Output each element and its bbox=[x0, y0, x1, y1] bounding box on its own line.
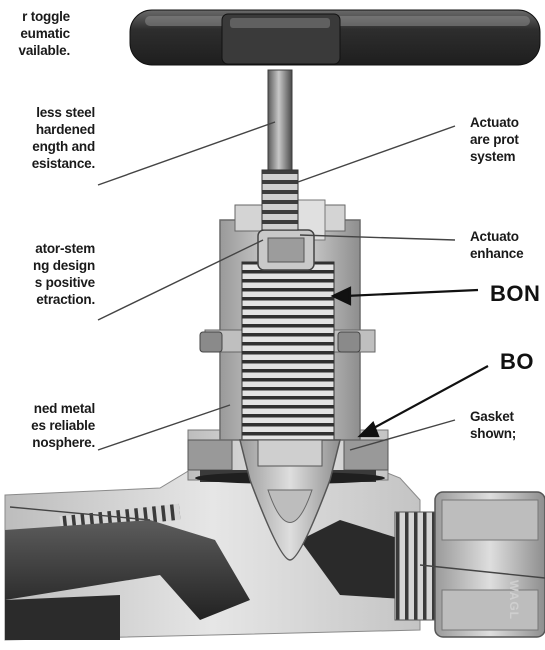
callout-line: are prot bbox=[470, 132, 519, 147]
spring-stack bbox=[241, 229, 335, 443]
callout-line: ength and bbox=[32, 139, 95, 154]
callout-actuator-enhance: Actuato enhance bbox=[470, 228, 524, 262]
leader-lines bbox=[9, 121, 545, 579]
bonnet-label-2: BO bbox=[500, 349, 534, 374]
callout-line: hardened bbox=[35, 122, 95, 137]
callout-line: esistance. bbox=[31, 156, 95, 171]
stem bbox=[261, 69, 299, 231]
callout-actuator-protection: Actuato are prot system bbox=[470, 114, 519, 165]
callout-line: enhance bbox=[470, 246, 524, 261]
leader-metal-seal bbox=[97, 404, 231, 451]
bonnet-arrow-1 bbox=[344, 288, 479, 298]
t-handle bbox=[129, 9, 541, 66]
end-fitting: WAGL bbox=[394, 491, 545, 638]
leader-gasket bbox=[349, 419, 456, 451]
callout-handle-options: r toggle eumatic vailable. bbox=[18, 8, 71, 59]
callout-line: es reliable bbox=[31, 418, 95, 433]
valve-body bbox=[4, 461, 421, 641]
callout-line: r toggle bbox=[22, 9, 70, 24]
bonnet-arrow-2 bbox=[369, 365, 489, 431]
callout-stem-material: less steel hardened ength and esistance. bbox=[32, 104, 95, 172]
fitting-engraving: WAGL bbox=[507, 580, 521, 620]
callout-line: shown; bbox=[470, 426, 517, 441]
leader-right-1 bbox=[297, 125, 456, 183]
callout-line: vailable. bbox=[18, 43, 71, 58]
callout-metal-seal: ned metal es reliable nosphere. bbox=[31, 400, 95, 451]
callout-line: Actuato bbox=[470, 229, 519, 244]
leader-stem bbox=[97, 121, 276, 186]
callout-line: Actuato bbox=[470, 115, 519, 130]
callout-line: ned metal bbox=[33, 401, 95, 416]
callout-line: eumatic bbox=[20, 26, 70, 41]
leader-right-2 bbox=[299, 234, 456, 241]
callout-line: etraction. bbox=[36, 292, 95, 307]
stem-tip bbox=[239, 439, 341, 561]
leader-actuator bbox=[97, 239, 264, 321]
callout-line: system bbox=[470, 149, 516, 164]
callout-gasket: Gasket shown; bbox=[470, 408, 516, 442]
bonnet-arrows bbox=[330, 286, 489, 438]
callout-line: ng design bbox=[33, 258, 95, 273]
callout-stem-design: ator-stem ng design s positive etraction… bbox=[33, 240, 95, 308]
callout-line: Gasket bbox=[470, 409, 514, 424]
bonnet-label-1: BON bbox=[490, 281, 541, 306]
callout-line: s positive bbox=[34, 275, 95, 290]
callout-line: ator-stem bbox=[35, 241, 95, 256]
callout-line: nosphere. bbox=[32, 435, 95, 450]
callout-line: less steel bbox=[36, 105, 95, 120]
leader-right-4 bbox=[419, 564, 545, 579]
leader-inlet bbox=[9, 506, 151, 521]
